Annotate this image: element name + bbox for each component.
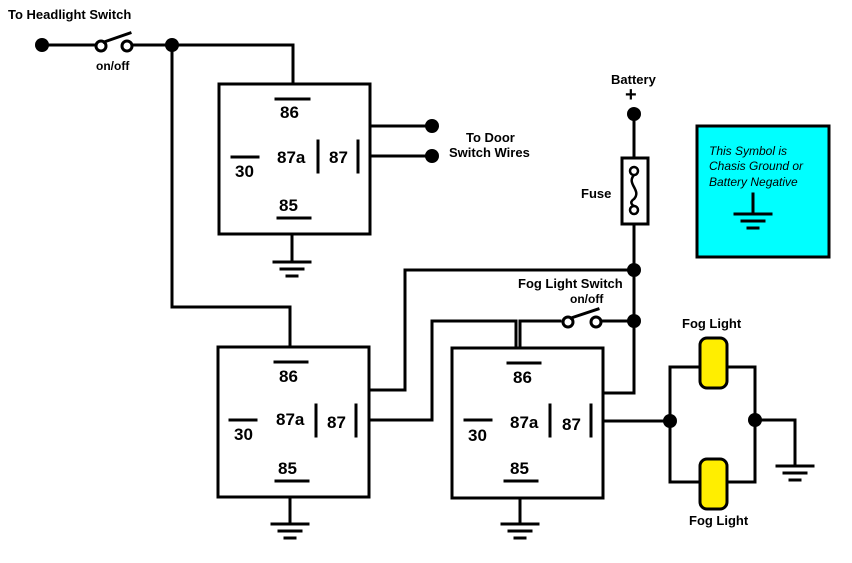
relay-1-pin-86: 86 [280, 103, 299, 122]
headlight-switch-state-label: on/off [96, 59, 130, 73]
legend-box [695, 124, 831, 259]
ground-symbol-legend: This Symbol is Chasis Ground or Battery … [695, 124, 831, 259]
relay-3: 86 30 87a 87 85 [450, 346, 605, 500]
junction-dots [35, 38, 762, 428]
wires [40, 43, 797, 526]
relay-2-body [216, 345, 371, 499]
relay-2-pin-87a: 87a [276, 410, 305, 429]
fog-lamp-top [698, 336, 729, 390]
fog-light-switch-symbol [561, 307, 603, 329]
relay-1-pin-30: 30 [235, 162, 254, 181]
headlight-switch-symbol [94, 31, 134, 53]
legend-line-1: This Symbol is [709, 144, 787, 158]
relay-1-pin-87a: 87a [277, 148, 306, 167]
ground-relay-1 [272, 260, 312, 278]
door-switch-label-line-1: To Door [466, 130, 515, 145]
fuse-label: Fuse [581, 186, 611, 201]
relay-2-pin-30: 30 [234, 425, 253, 444]
fog-switch-label: Fog Light Switch [518, 276, 623, 291]
ground-relay-3 [500, 522, 540, 540]
relay-3-pin-87: 87 [562, 415, 581, 434]
fog-light-bottom-label: Fog Light [689, 513, 749, 528]
relay-3-body [450, 346, 605, 500]
ground-fog-lamps [775, 464, 815, 482]
legend-line-3: Battery Negative [709, 175, 798, 189]
headlight-switch-label: To Headlight Switch [8, 7, 131, 22]
relay-1: 86 30 87a 87 85 [217, 82, 372, 236]
relay-2-pin-85: 85 [278, 459, 297, 478]
ground-relay-2 [270, 522, 310, 540]
relay-1-body [217, 82, 372, 236]
relay-2: 86 30 87a 87 85 [216, 345, 371, 499]
fog-switch-state-label: on/off [570, 292, 604, 306]
relay-2-pin-86: 86 [279, 367, 298, 386]
relay-1-pin-87: 87 [329, 148, 348, 167]
battery-polarity-label: + [625, 84, 637, 106]
relay-3-pin-87a: 87a [510, 413, 539, 432]
door-switch-label-line-2: Switch Wires [449, 145, 530, 160]
legend-line-2: Chasis Ground or [709, 159, 804, 173]
relay-3-pin-86: 86 [513, 368, 532, 387]
relay-2-pin-87: 87 [327, 413, 346, 432]
relay-3-pin-85: 85 [510, 459, 529, 478]
fog-lamp-bottom [698, 457, 729, 511]
fuse-symbol [620, 156, 650, 226]
relay-3-pin-30: 30 [468, 426, 487, 445]
fog-light-top-label: Fog Light [682, 316, 742, 331]
battery-label: Battery [611, 72, 657, 87]
relay-1-pin-85: 85 [279, 196, 298, 215]
